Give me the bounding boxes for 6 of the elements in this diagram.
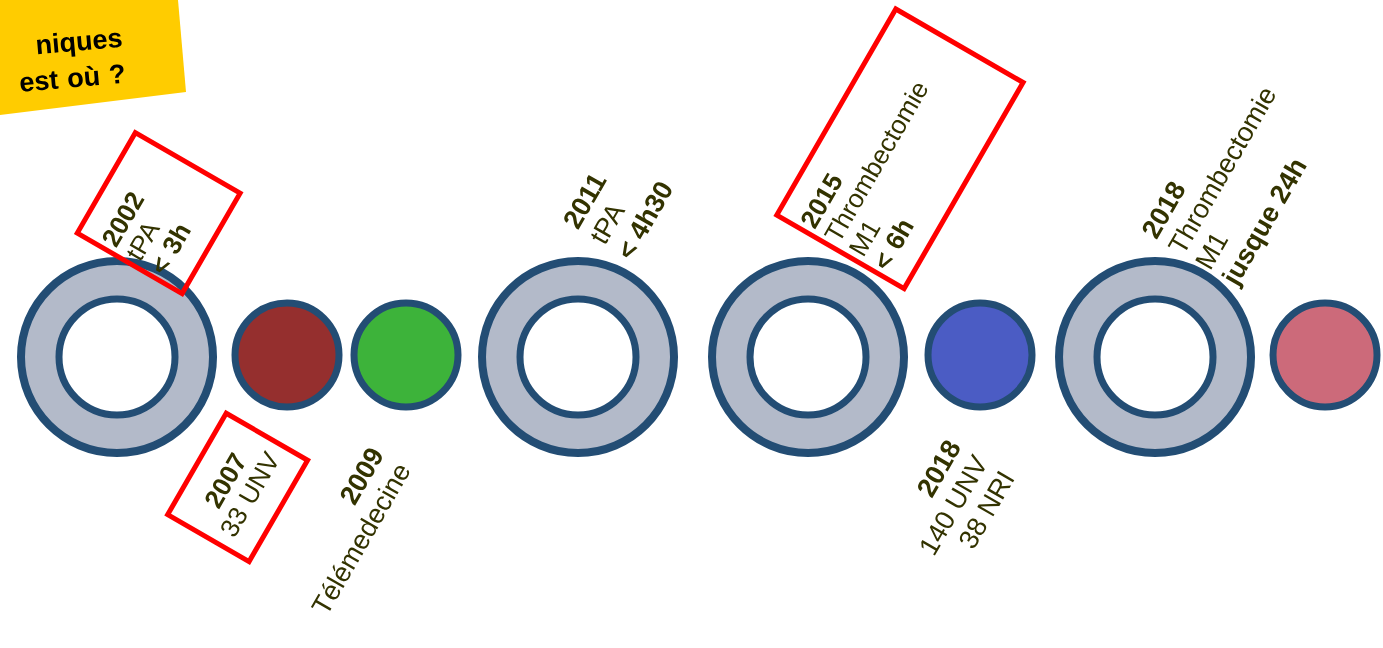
filled-circle [231,299,343,411]
filled-circle [350,299,462,411]
filled-circle [924,299,1036,411]
filled-circle [1269,299,1381,411]
title-banner: niques est où ? [0,0,186,115]
ring-circle [478,257,678,457]
